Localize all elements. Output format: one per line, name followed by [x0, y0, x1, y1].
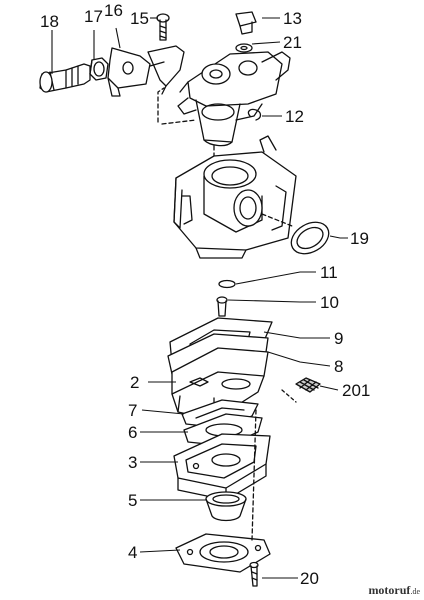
part-12-clip [247, 108, 262, 121]
label-15: 15 [130, 9, 149, 28]
label-2: 2 [130, 373, 139, 392]
label-13: 13 [283, 9, 302, 28]
label-18: 18 [40, 12, 59, 31]
part-201-filter-screen [281, 377, 321, 403]
label-9: 9 [334, 329, 343, 348]
part-16-bracket [107, 47, 151, 97]
label-20: 20 [300, 569, 319, 588]
part-4-cover-plate [175, 533, 271, 573]
carburetor-upper-body [177, 51, 291, 147]
part-2-pump-body [171, 347, 269, 421]
watermark-suffix: .de [410, 587, 420, 596]
label-5: 5 [128, 491, 137, 510]
carburetor-main-body [173, 135, 297, 259]
label-7: 7 [128, 401, 137, 420]
label-11: 11 [320, 263, 338, 282]
label-201: 201 [342, 381, 370, 400]
label-8: 8 [334, 357, 343, 376]
label-6: 6 [128, 423, 137, 442]
part-numbers: 18 17 16 15 13 21 12 19 11 10 9 8 201 2 … [40, 1, 370, 588]
label-4: 4 [128, 543, 137, 562]
label-10: 10 [320, 293, 339, 312]
throttle-lever-bracket [147, 45, 185, 123]
part-5-primer-cup [205, 491, 247, 522]
label-19: 19 [350, 229, 369, 248]
leader-lines [51, 17, 348, 579]
label-3: 3 [128, 453, 137, 472]
part-10-screw [216, 296, 228, 317]
watermark-logo: motoruf.de [368, 583, 420, 598]
part-3-metering-body [173, 433, 271, 501]
label-17: 17 [84, 7, 103, 26]
watermark-brand: motoruf [368, 583, 411, 597]
label-21: 21 [283, 33, 302, 52]
part-15-screw [156, 13, 170, 41]
part-20-long-screw [249, 409, 259, 587]
label-16: 16 [104, 1, 123, 20]
part-17-hex-nut [89, 57, 109, 81]
part-18-hex-bolt [39, 63, 91, 93]
part-19-gasket-ring [261, 213, 330, 255]
part-13-adjusting-screw [235, 11, 257, 35]
part-11-o-ring [218, 279, 236, 289]
part-21-washer [235, 43, 253, 53]
label-12: 12 [285, 107, 304, 126]
